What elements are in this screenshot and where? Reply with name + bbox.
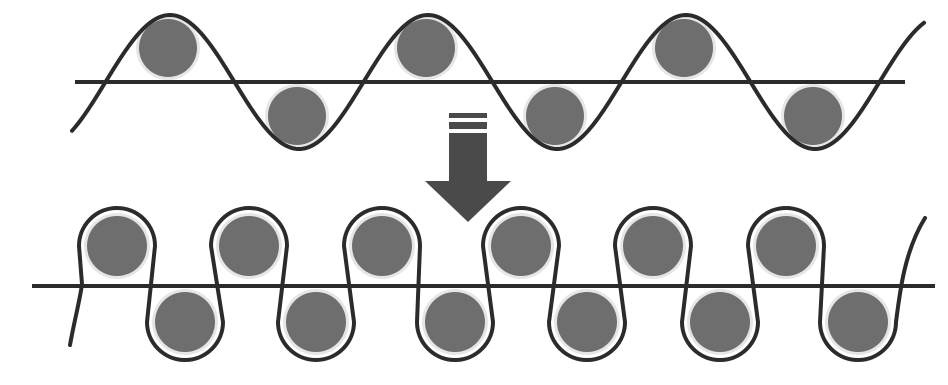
- bottom-row-lower-bead: [557, 292, 617, 352]
- top-bead: [397, 19, 455, 77]
- arrow-middle-bar: [449, 122, 487, 129]
- bottom-row-upper-bead: [87, 216, 147, 276]
- bottom-row-upper-bead: [623, 216, 683, 276]
- top-bead: [268, 87, 326, 145]
- bottom-row-lower-bead: [286, 292, 346, 352]
- bottom-row-upper-bead: [219, 216, 279, 276]
- bottom-row-upper-bead: [352, 216, 412, 276]
- bottom-row-lower-bead: [828, 292, 888, 352]
- bottom-row-upper-bead: [756, 216, 816, 276]
- top-bead: [139, 19, 197, 77]
- arrow-shaft: [449, 133, 487, 183]
- top-bead: [784, 87, 842, 145]
- arrow-top-bar: [449, 113, 487, 118]
- top-row-loose-wave: [72, 15, 924, 149]
- top-bead: [655, 19, 713, 77]
- bottom-row-compressed-wave: [32, 208, 935, 360]
- bottom-row-lower-bead: [690, 292, 750, 352]
- bottom-row-upper-bead: [491, 216, 551, 276]
- bottom-row-lower-bead: [155, 292, 215, 352]
- down-arrow-icon: [425, 113, 511, 222]
- bottom-row-lower-bead: [425, 292, 485, 352]
- top-bead: [526, 87, 584, 145]
- caption-text: [0, 356, 948, 385]
